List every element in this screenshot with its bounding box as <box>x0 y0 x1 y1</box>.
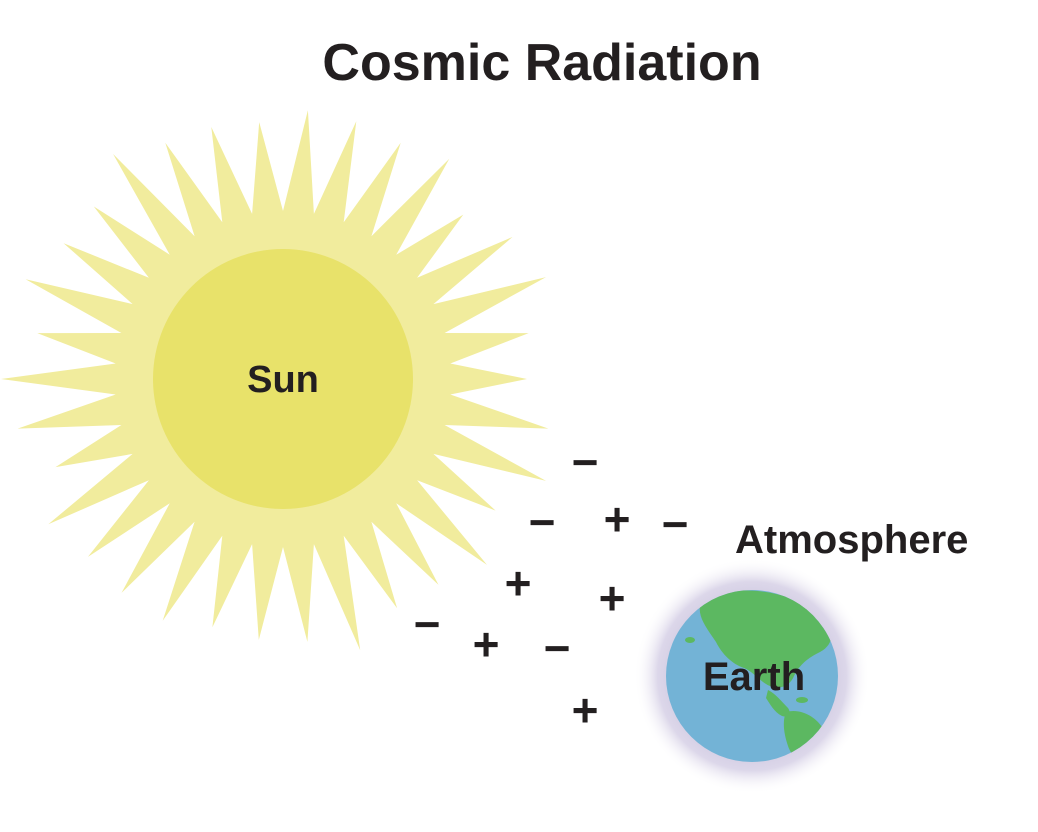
earth-label: Earth <box>703 655 805 699</box>
charge-positive: + <box>599 572 626 624</box>
charge-positive: + <box>505 557 532 609</box>
charge-positive: + <box>473 618 500 670</box>
charge-negative: − <box>529 496 556 548</box>
charge-negative: − <box>544 622 571 674</box>
charge-negative: − <box>572 436 599 488</box>
charged-particles: − − + − + + − + − + <box>414 436 689 736</box>
charge-positive: + <box>604 493 631 545</box>
sun-label: Sun <box>247 359 319 401</box>
charge-negative: − <box>414 598 441 650</box>
charge-negative: − <box>662 498 689 550</box>
sun: Sun <box>1 110 549 651</box>
atmosphere-label: Atmosphere <box>735 518 968 562</box>
charge-positive: + <box>572 684 599 736</box>
earth: Earth <box>634 558 870 794</box>
sun-core <box>153 249 413 509</box>
diagram-title: Cosmic Radiation <box>322 34 761 92</box>
